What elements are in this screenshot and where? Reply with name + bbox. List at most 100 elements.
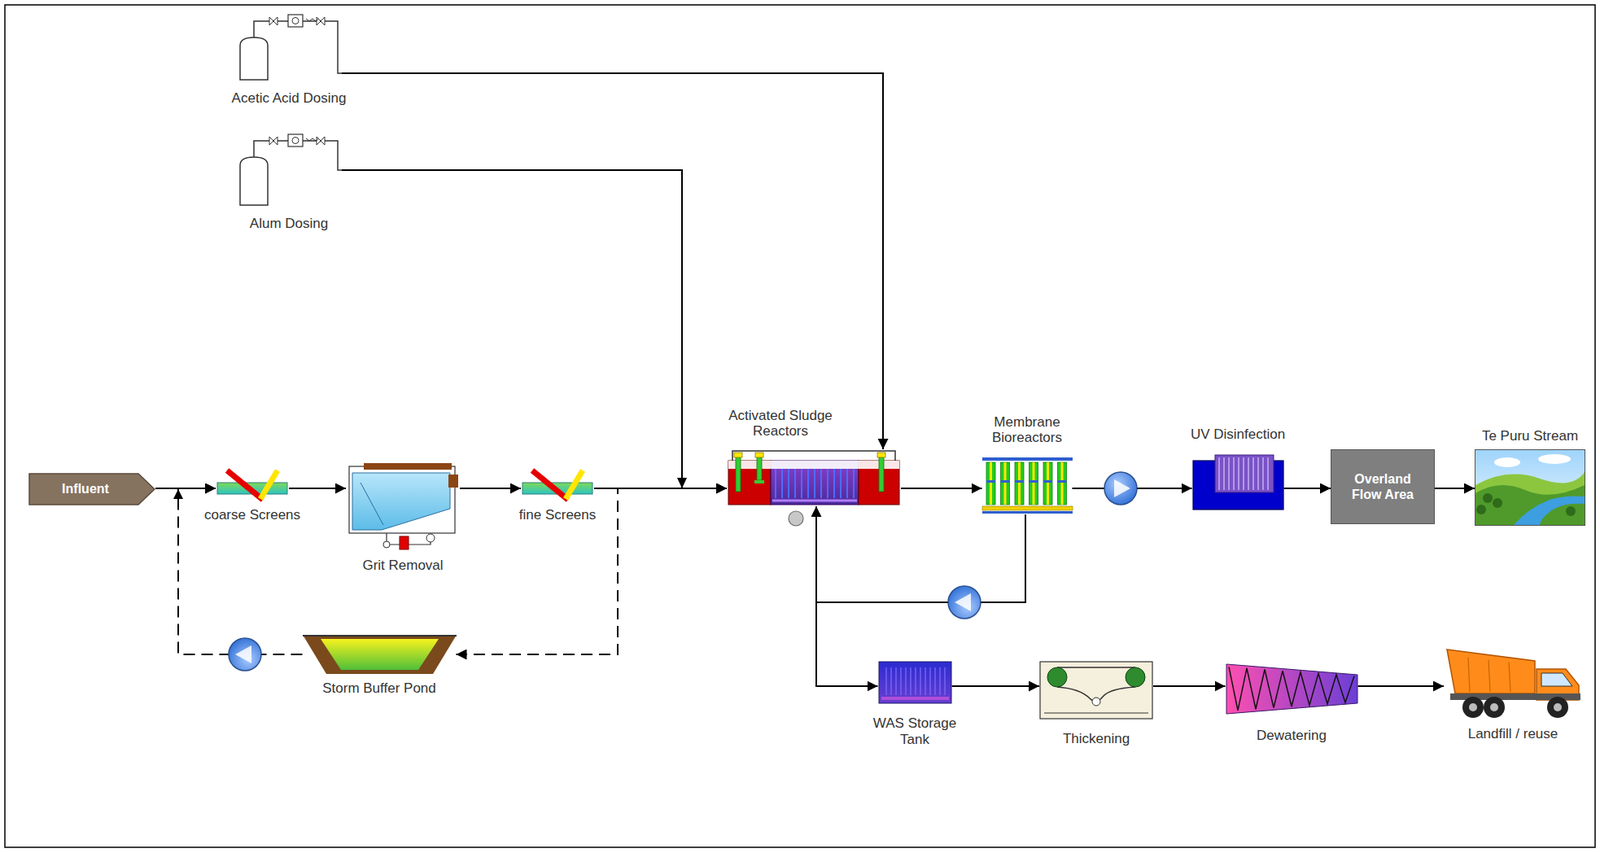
diffuser-line bbox=[924, 667, 926, 696]
uv-lamp bbox=[1262, 457, 1264, 490]
node-label: Membrane Bioreactors bbox=[978, 414, 1076, 446]
press-body bbox=[1226, 664, 1358, 714]
dosing-pump bbox=[292, 137, 299, 145]
uv-lamp bbox=[1267, 457, 1268, 490]
diffuser-line bbox=[944, 667, 945, 696]
belt-roller bbox=[1125, 667, 1146, 687]
flow-arrow bbox=[459, 487, 521, 490]
blower-motor bbox=[399, 536, 409, 550]
arrow-box: Influent bbox=[28, 472, 156, 506]
membrane-unit-icon bbox=[982, 457, 1073, 515]
flow-arrow bbox=[341, 73, 884, 450]
screw-press-icon bbox=[1225, 663, 1359, 715]
pump-body bbox=[1104, 472, 1137, 505]
diffuser-line bbox=[833, 465, 835, 499]
storage-tank-icon bbox=[878, 660, 953, 704]
flow-arrow bbox=[900, 487, 983, 490]
diffuser-line bbox=[904, 667, 906, 696]
drip-tray bbox=[1044, 712, 1149, 713]
uv-lamp bbox=[1242, 457, 1244, 490]
wheel-hub bbox=[1553, 703, 1562, 712]
diffuser-line bbox=[846, 465, 849, 499]
membrane-module bbox=[1028, 462, 1038, 505]
reactor-tank: Activated Sludge Reactors bbox=[726, 407, 901, 507]
pump-impeller bbox=[1114, 479, 1131, 498]
screen-bar bbox=[227, 470, 263, 500]
storm-bypass-line bbox=[456, 488, 619, 655]
mixer-shaft bbox=[756, 455, 762, 481]
truck-wheel bbox=[1462, 696, 1484, 718]
tank-floor bbox=[982, 511, 1073, 514]
flow-arrow bbox=[816, 506, 1026, 603]
node-label: Thickening bbox=[1062, 730, 1130, 748]
diffuser-grid bbox=[881, 696, 949, 700]
label-group: fine Screens bbox=[519, 502, 597, 524]
node-label: Activated Sludge Reactors bbox=[711, 407, 850, 440]
flow-arrow bbox=[952, 685, 1041, 687]
stream-picture: Te Puru Stream bbox=[1474, 428, 1586, 526]
chemical-tank bbox=[240, 157, 268, 206]
return-arrowhead bbox=[173, 489, 184, 499]
flow-arrow bbox=[1153, 685, 1226, 687]
uv-lamp bbox=[1247, 457, 1249, 490]
dosing-unit-icon bbox=[236, 14, 342, 84]
diffuser-line bbox=[934, 667, 936, 696]
belt-thickener: Thickening bbox=[1039, 660, 1154, 748]
diffuser-line bbox=[794, 465, 796, 499]
diffuser-line bbox=[929, 667, 931, 696]
near-hill bbox=[1475, 485, 1585, 525]
dosing-unit-icon bbox=[236, 134, 342, 210]
screen-unit-icon bbox=[520, 467, 595, 503]
flow-arrow bbox=[1358, 685, 1445, 687]
membrane-stripe bbox=[1028, 480, 1038, 483]
tree bbox=[1476, 504, 1487, 515]
box-label: Influent bbox=[61, 480, 110, 497]
flow-arrow bbox=[1284, 487, 1332, 490]
node-label: Dewatering bbox=[1256, 727, 1327, 744]
label-group: Te Puru Stream bbox=[1481, 428, 1579, 450]
pump-impeller bbox=[235, 645, 252, 664]
uv-lamp bbox=[1232, 457, 1234, 490]
membrane-stripe bbox=[1000, 480, 1010, 483]
grit-chamber: Grit Removal bbox=[345, 458, 460, 574]
aeration-header bbox=[982, 506, 1073, 511]
grit-hopper-line bbox=[360, 482, 384, 525]
node-label: Grit Removal bbox=[362, 557, 443, 574]
membrane-module bbox=[1057, 462, 1067, 505]
pump-body bbox=[228, 638, 262, 671]
membrane-stripe bbox=[986, 480, 996, 483]
diffuser-line bbox=[807, 465, 809, 499]
mixer-motor bbox=[734, 452, 743, 458]
flow-arrow bbox=[341, 170, 727, 489]
body-rib bbox=[1488, 660, 1491, 692]
mixer-blade bbox=[754, 480, 765, 484]
valve-symbol bbox=[269, 136, 278, 145]
membrane-stripe bbox=[989, 462, 993, 505]
node-label: WAS Storage Tank bbox=[861, 715, 968, 748]
membrane-module bbox=[986, 462, 996, 505]
valve-symbol bbox=[269, 17, 278, 26]
wheel-hub bbox=[1490, 703, 1499, 712]
belt-thickener-icon bbox=[1039, 660, 1154, 720]
dosing-pump bbox=[288, 14, 303, 27]
grit-outlet bbox=[448, 474, 459, 488]
mixer-shaft bbox=[735, 455, 741, 492]
pump-body bbox=[948, 585, 981, 619]
membrane-stripe bbox=[1014, 480, 1024, 483]
membrane-module bbox=[1000, 462, 1010, 505]
dump-truck-icon bbox=[1443, 642, 1583, 720]
membrane-stripe bbox=[1043, 480, 1053, 483]
box-label: Overland Flow Area bbox=[1343, 471, 1422, 503]
uv-lamp bbox=[1252, 457, 1254, 490]
tree bbox=[1565, 506, 1576, 516]
chemical-tank bbox=[240, 37, 268, 80]
label-group: Dewatering bbox=[1256, 714, 1327, 744]
uv-lamp bbox=[1218, 457, 1220, 490]
dump-body bbox=[1446, 649, 1535, 694]
label-group: Activated Sludge Reactors bbox=[744, 407, 884, 450]
storm-bypass-line bbox=[178, 488, 303, 655]
influent-arrow-shape bbox=[29, 473, 155, 505]
picture-frame bbox=[1475, 450, 1586, 526]
